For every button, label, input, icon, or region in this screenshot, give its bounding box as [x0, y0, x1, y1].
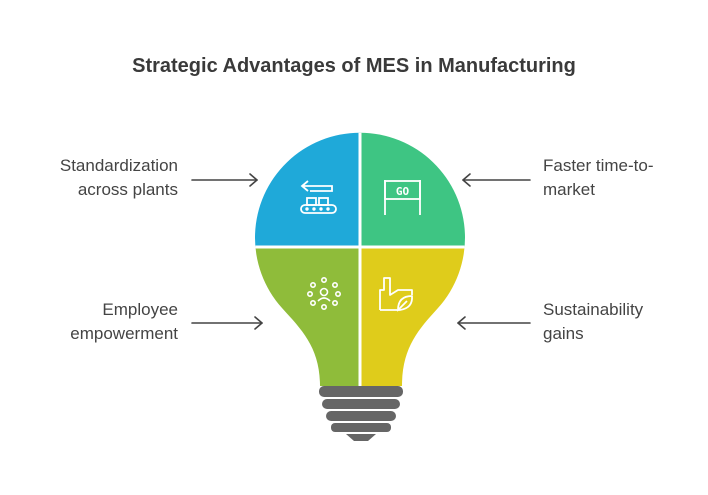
go-sign-icon: GO: [384, 180, 421, 215]
conveyor-arrow-icon: [300, 180, 337, 214]
quadrant-standardization: [255, 132, 360, 247]
bulb: [255, 132, 466, 386]
label-line: Sustainability: [543, 300, 644, 319]
page-title: Strategic Advantages of MES in Manufactu…: [132, 55, 576, 77]
label-line: market: [543, 180, 595, 199]
quadrant-employee: [255, 247, 360, 386]
label-standardization: Standardization across plants: [60, 154, 178, 202]
arrow-left-icon: [462, 173, 531, 187]
label-line: Standardization: [59, 156, 178, 175]
label-line: Employee: [102, 300, 178, 319]
label-line: across plants: [77, 180, 178, 199]
arrow-left-icon: [457, 316, 531, 330]
arrow-right-icon: [191, 173, 258, 187]
label-sustainability: Sustainability gains: [543, 298, 643, 346]
label-faster-time-to-market: Faster time-to- market: [543, 154, 654, 202]
label-line: gains: [543, 324, 584, 343]
label-line: Faster time-to-: [543, 156, 654, 175]
label-employee-empowerment: Employee empowerment: [70, 298, 178, 346]
quadrant-sustainability: [360, 247, 466, 386]
label-line: empowerment: [70, 324, 178, 343]
bulb-base: [319, 386, 403, 441]
factory-leaf-icon: [379, 277, 413, 312]
go-text: GO: [396, 185, 410, 198]
arrow-right-icon: [191, 316, 263, 330]
people-network-icon: [306, 276, 341, 310]
